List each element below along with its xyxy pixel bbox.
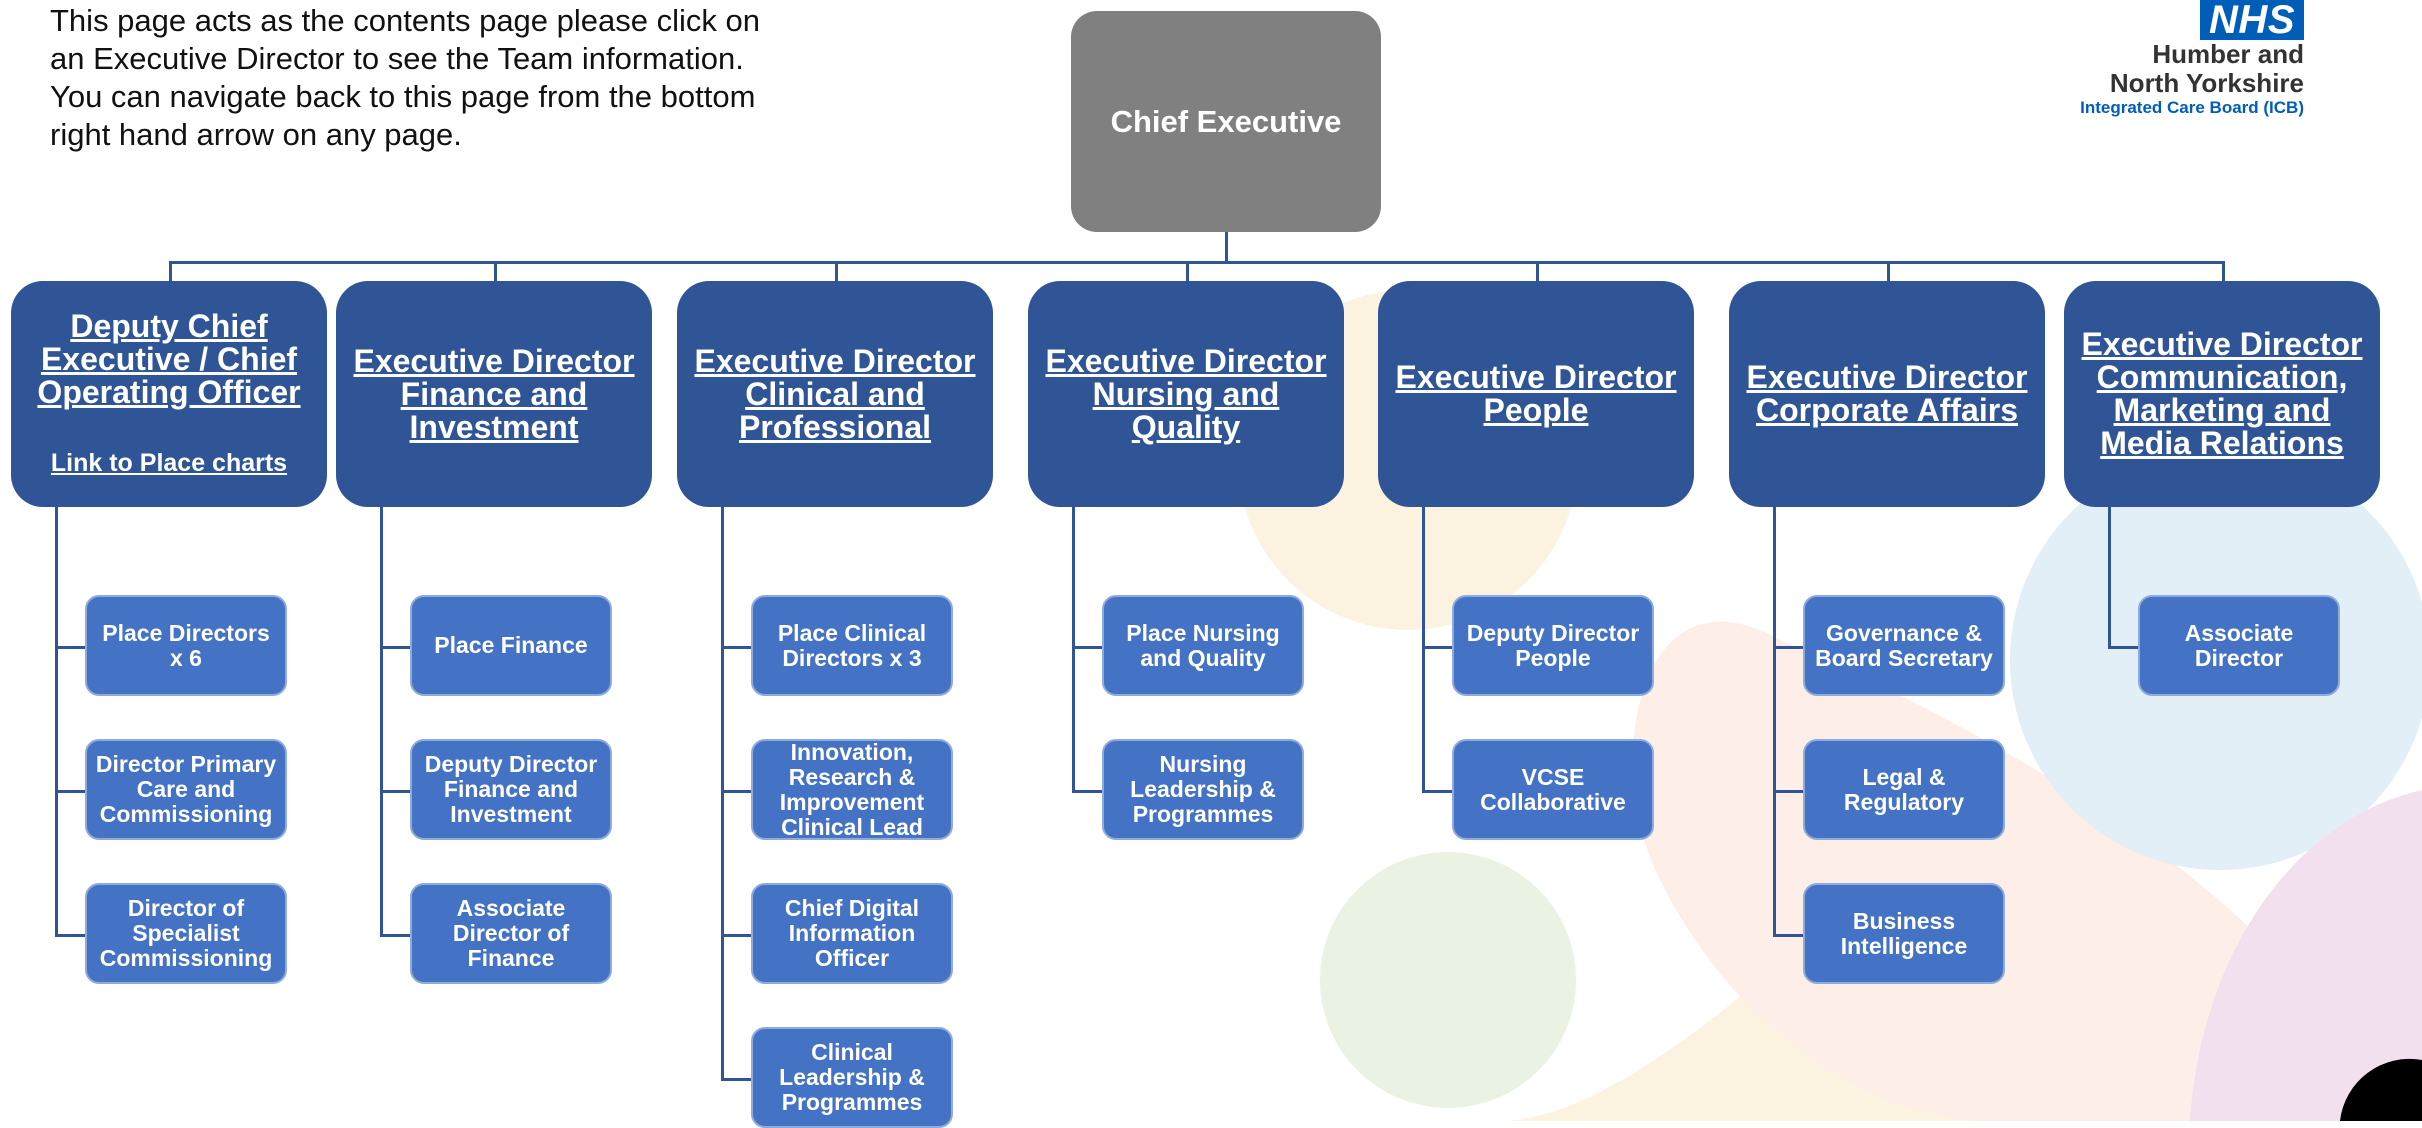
- team-label: VCSE Collaborative: [1480, 763, 1626, 815]
- team-label: Place Finance: [434, 632, 588, 658]
- nhs-logo: NHS Humber and North Yorkshire Integrate…: [1984, 0, 2304, 118]
- team-label: Place Nursing and Quality: [1126, 619, 1280, 671]
- team-box: Clinical Leadership & Programmes: [751, 1027, 953, 1128]
- team-branch-line: [1773, 645, 1803, 649]
- team-label: Chief Digital Information Officer: [784, 895, 920, 971]
- exec-drop-line: [2222, 261, 2225, 281]
- team-box: Legal & Regulatory: [1803, 739, 2005, 840]
- team-vertical-line: [721, 507, 724, 1080]
- exec-director-card[interactable]: Executive Director Communication, Market…: [2064, 281, 2380, 507]
- exec-drop-line: [835, 261, 838, 281]
- team-vertical-line: [380, 507, 383, 936]
- team-box: Associate Director: [2138, 595, 2340, 696]
- team-branch-line: [1072, 789, 1102, 793]
- team-box: Director of Specialist Commissioning: [85, 883, 287, 984]
- team-label: Director Primary Care and Commissioning: [95, 751, 277, 827]
- team-branch-line: [55, 933, 85, 937]
- team-branch-line: [2108, 645, 2138, 649]
- team-label: Nursing Leadership & Programmes: [1130, 751, 1276, 827]
- chief-executive-box: Chief Executive: [1071, 11, 1381, 232]
- team-label: Associate Director: [2184, 619, 2294, 671]
- exec-drop-line: [169, 261, 172, 281]
- team-label: Innovation, Research & Improvement Clini…: [779, 738, 925, 840]
- team-vertical-line: [1072, 507, 1075, 792]
- back-arrow-corner-icon[interactable]: [2340, 1058, 2422, 1121]
- team-box: Innovation, Research & Improvement Clini…: [751, 739, 953, 840]
- exec-drop-line: [494, 261, 497, 281]
- intro-text: This page acts as the contents page plea…: [50, 3, 760, 152]
- team-box: Governance & Board Secretary: [1803, 595, 2005, 696]
- team-label: Associate Director of Finance: [452, 895, 570, 971]
- team-box: Place Directors x 6: [85, 595, 287, 696]
- exec-director-card[interactable]: Executive Director Clinical and Professi…: [677, 281, 993, 507]
- team-box: Place Finance: [410, 595, 612, 696]
- team-label: Legal & Regulatory: [1843, 763, 1965, 815]
- exec-director-card[interactable]: Executive Director Finance and Investmen…: [336, 281, 652, 507]
- team-box: Deputy Director Finance and Investment: [410, 739, 612, 840]
- exec-director-title[interactable]: Executive Director Finance and Investmen…: [353, 342, 635, 445]
- logo-line-1: Humber and: [2152, 39, 2304, 69]
- exec-director-card[interactable]: Deputy Chief Executive / Chief Operating…: [11, 281, 327, 507]
- exec-drop-line: [1536, 261, 1539, 281]
- team-branch-line: [721, 645, 751, 649]
- team-vertical-line: [55, 507, 58, 936]
- team-vertical-line: [1422, 507, 1425, 792]
- team-label: Deputy Director People: [1466, 619, 1640, 671]
- exec-director-title[interactable]: Deputy Chief Executive / Chief Operating…: [37, 308, 301, 410]
- nhs-badge: NHS: [2200, 0, 2304, 40]
- team-box: Director Primary Care and Commissioning: [85, 739, 287, 840]
- exec-director-title[interactable]: Executive Director Nursing and Quality: [1045, 342, 1327, 445]
- team-branch-line: [1773, 933, 1803, 937]
- decor-blob-pink: [2190, 790, 2422, 1121]
- team-box: Deputy Director People: [1452, 595, 1654, 696]
- exec-drop-line: [1887, 261, 1890, 281]
- team-box: VCSE Collaborative: [1452, 739, 1654, 840]
- chief-executive-label: Chief Executive: [1110, 103, 1342, 139]
- team-branch-line: [721, 1077, 751, 1081]
- exec-director-card[interactable]: Executive Director Corporate Affairs: [1729, 281, 2045, 507]
- decor-circle-green: [1320, 852, 1576, 1108]
- team-branch-line: [380, 645, 410, 649]
- team-vertical-line: [2108, 507, 2111, 648]
- team-box: Place Nursing and Quality: [1102, 595, 1304, 696]
- team-branch-line: [380, 789, 410, 793]
- team-label: Director of Specialist Commissioning: [99, 895, 273, 971]
- team-label: Governance & Board Secretary: [1815, 619, 1993, 671]
- team-branch-line: [55, 789, 85, 793]
- team-branch-line: [1422, 645, 1452, 649]
- team-box: Chief Digital Information Officer: [751, 883, 953, 984]
- team-box: Place Clinical Directors x 3: [751, 595, 953, 696]
- team-box: Associate Director of Finance: [410, 883, 612, 984]
- exec-bus-line: [169, 261, 2225, 264]
- team-box: Nursing Leadership & Programmes: [1102, 739, 1304, 840]
- team-vertical-line: [1773, 507, 1776, 936]
- team-label: Clinical Leadership & Programmes: [779, 1039, 925, 1115]
- exec-director-card[interactable]: Executive Director Nursing and Quality: [1028, 281, 1344, 507]
- logo-line-3: Integrated Care Board (ICB): [2080, 98, 2304, 117]
- place-charts-link[interactable]: Link to Place charts: [50, 449, 288, 477]
- exec-director-card[interactable]: Executive Director People: [1378, 281, 1694, 507]
- team-branch-line: [721, 789, 751, 793]
- team-branch-line: [1422, 789, 1452, 793]
- exec-director-title[interactable]: Executive Director Corporate Affairs: [1746, 359, 2028, 428]
- team-label: Business Intelligence: [1840, 907, 1968, 959]
- exec-drop-line: [1186, 261, 1189, 281]
- team-label: Place Directors x 6: [102, 619, 270, 671]
- team-branch-line: [1072, 645, 1102, 649]
- logo-line-2: North Yorkshire: [2109, 68, 2304, 98]
- team-box: Business Intelligence: [1803, 883, 2005, 984]
- team-label: Place Clinical Directors x 3: [777, 619, 927, 671]
- team-branch-line: [721, 933, 751, 937]
- exec-director-title[interactable]: Executive Director Communication, Market…: [2081, 326, 2363, 461]
- team-label: Deputy Director Finance and Investment: [424, 751, 598, 827]
- exec-director-title[interactable]: Executive Director Clinical and Professi…: [694, 342, 976, 445]
- team-branch-line: [380, 933, 410, 937]
- ceo-connector: [1225, 232, 1228, 263]
- exec-director-title[interactable]: Executive Director People: [1395, 359, 1677, 428]
- team-branch-line: [1773, 789, 1803, 793]
- team-branch-line: [55, 645, 85, 649]
